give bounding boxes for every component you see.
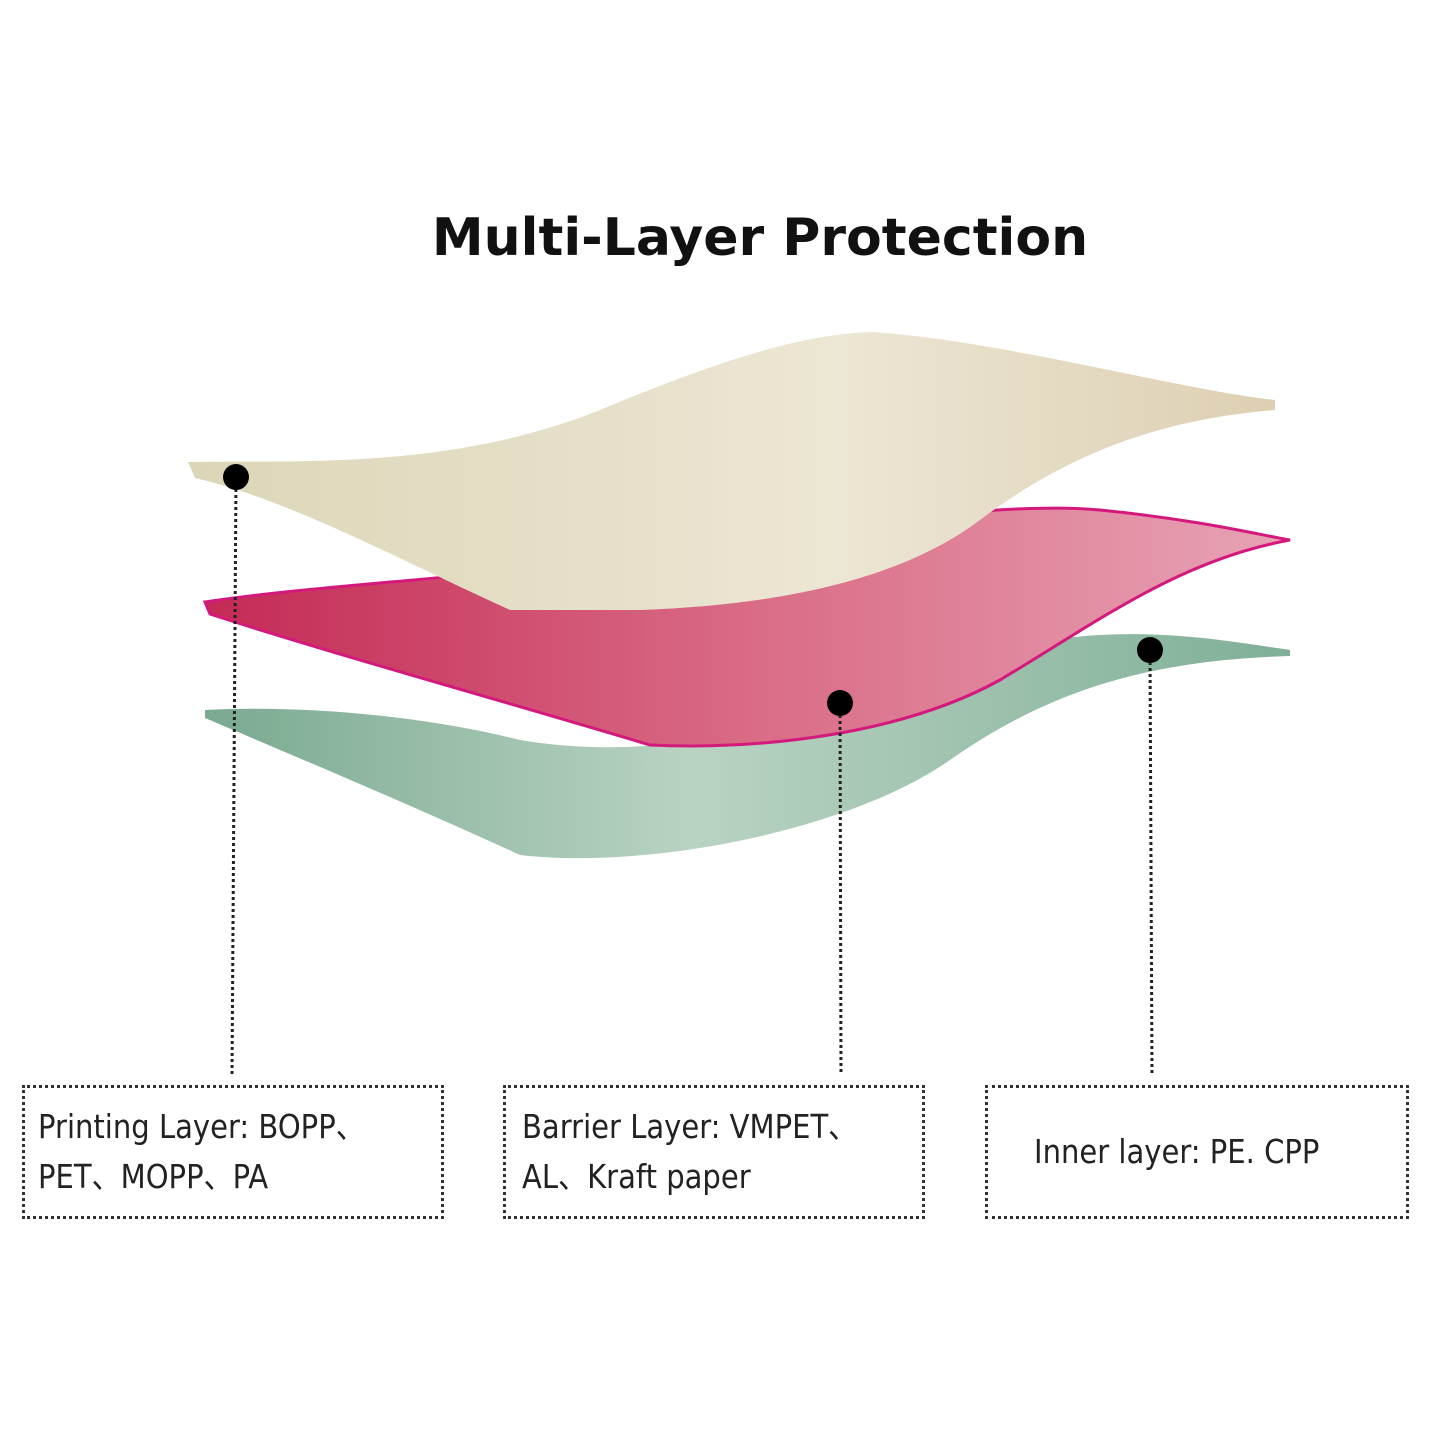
printing-layer-box: Printing Layer: BOPP、 PET、MOPP、PA xyxy=(22,1085,444,1219)
barrier-layer-dot xyxy=(827,690,853,716)
printing-layer-dot xyxy=(223,464,249,490)
inner-layer-sheet xyxy=(205,634,1290,859)
inner-layer-label: Inner layer: PE. CPP xyxy=(1034,1132,1320,1171)
inner-layer-dot xyxy=(1137,637,1163,663)
barrier-layer-box: Barrier Layer: VMPET、 AL、Kraft paper xyxy=(503,1085,925,1219)
barrier-layer-label: Barrier Layer: VMPET、 AL、Kraft paper xyxy=(522,1107,858,1196)
barrier-layer-leader xyxy=(838,702,843,1076)
printing-layer-sheet xyxy=(188,332,1275,610)
diagram-title: Multi-Layer Protection xyxy=(431,208,1089,268)
printing-layer-label: Printing Layer: BOPP、 PET、MOPP、PA xyxy=(38,1107,365,1196)
inner-layer-box: Inner layer: PE. CPP xyxy=(985,1085,1409,1219)
inner-layer-leader xyxy=(1148,649,1154,1076)
printing-layer-leader xyxy=(230,476,238,1076)
